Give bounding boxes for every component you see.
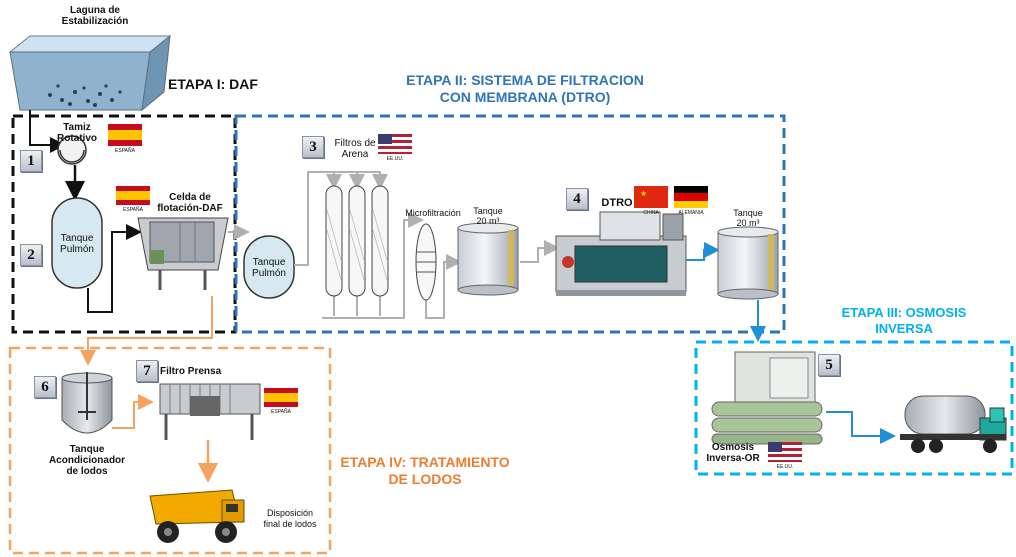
step-number-7: 7	[136, 360, 158, 382]
buffer-tank-2-label-2: Pulmón	[252, 268, 286, 279]
flag-spain-press	[264, 388, 298, 407]
stage-sludge-title-2: DE LODOS	[388, 471, 462, 487]
buffer-tank-2	[243, 235, 295, 299]
ro-label-2: Inversa-OR	[706, 453, 760, 464]
microfiltration-label: Microfiltración	[405, 208, 461, 218]
dtro-illustration	[555, 211, 687, 296]
microfiltration-illustration	[415, 223, 437, 301]
screen-label-1: Tamiz	[63, 122, 91, 133]
screen-label-2: Rotativo	[57, 133, 97, 144]
ro-label-1: Osmosis	[711, 442, 755, 453]
dump-truck-illustration	[149, 489, 245, 543]
conditioner-label-2: Acondicionador	[48, 455, 126, 466]
buffer-tank-1-label-1: Tanque	[60, 233, 94, 244]
stage-membrane-box	[234, 114, 786, 334]
daf-cell-label-1: Celda de	[169, 192, 211, 203]
filter-press-label: Filtro Prensa	[160, 366, 222, 377]
lagoon-label-1: Laguna de	[69, 5, 120, 16]
buffer-tank-1	[51, 197, 103, 289]
disposal-label-2: final de lodos	[263, 519, 317, 529]
tanker-truck-illustration	[900, 395, 1007, 453]
stage-sludge-box	[8, 346, 332, 555]
lagoon-label-2: Estabilización	[61, 16, 129, 27]
flag-caption-germany: ALEMANIA	[678, 210, 704, 216]
flag-usa-sand	[378, 134, 412, 154]
sand-filters-illustration	[325, 185, 389, 297]
step-number-1: 1	[20, 150, 42, 172]
flag-germany	[674, 186, 708, 208]
flag-caption-china: CHINA	[643, 210, 659, 216]
flag-caption-spain-press: ESPAÑA	[271, 409, 291, 415]
tank-a-label-2: 20 m³	[476, 216, 500, 226]
step-number-4: 4	[566, 188, 588, 210]
tank-b-label-1: Tanque	[733, 208, 763, 218]
ro-unit-illustration	[711, 351, 823, 445]
buffer-tank-2-label-1: Tanque	[252, 257, 286, 268]
disposal-label-1: Disposición	[266, 508, 314, 518]
rotary-screen-illustration	[57, 135, 87, 165]
flag-caption-usa-ro: EE.UU.	[776, 464, 794, 470]
stage-osmosis-title-1: ETAPA III: OSMOSIS	[841, 305, 967, 320]
conditioner-label-3: de lodos	[66, 466, 108, 477]
flag-caption-usa-sand: EE.UU.	[386, 156, 404, 162]
daf-cell-illustration	[137, 217, 229, 290]
flag-caption-spain-screen: ESPAÑA	[115, 148, 135, 154]
stage-sludge-title-1: ETAPA IV: TRATAMIENTO	[340, 454, 510, 470]
flag-usa-ro	[768, 442, 802, 462]
dtro-label: DTRO	[601, 197, 633, 209]
tank-b-illustration	[717, 226, 779, 300]
filter-press-illustration	[159, 383, 261, 440]
step-number-5: 5	[818, 354, 840, 376]
lagoon-illustration	[8, 34, 172, 112]
tank-a-label-1: Tanque	[473, 206, 503, 216]
conditioner-label-1: Tanque	[69, 444, 105, 455]
step-number-6: 6	[34, 376, 56, 398]
step-number-2: 2	[20, 244, 42, 266]
sand-filters-label-1: Filtros de	[334, 138, 376, 149]
step-number-3: 3	[302, 136, 324, 158]
stage-membrane-title-1: ETAPA II: SISTEMA DE FILTRACION	[406, 72, 644, 88]
daf-cell-label-2: flotación-DAF	[157, 203, 223, 214]
conditioner-tank-illustration	[61, 372, 113, 434]
buffer-tank-1-label-2: Pulmón	[60, 244, 94, 255]
tank-a-illustration	[457, 222, 519, 296]
stage-membrane-title-2: CON MEMBRANA (DTRO)	[439, 89, 611, 105]
stage-osmosis-title-2: INVERSA	[875, 321, 933, 336]
flag-spain-screen	[108, 124, 142, 146]
flag-spain-daf	[116, 186, 150, 205]
flag-caption-spain-daf: ESPAÑA	[123, 207, 143, 213]
tank-b-label-2: 20 m³	[736, 218, 760, 228]
svg-text:★: ★	[640, 189, 647, 198]
flag-china: ★	[634, 186, 668, 208]
stage-daf-title: ETAPA I: DAF	[168, 76, 258, 92]
sand-filters-label-2: Arena	[341, 149, 369, 160]
